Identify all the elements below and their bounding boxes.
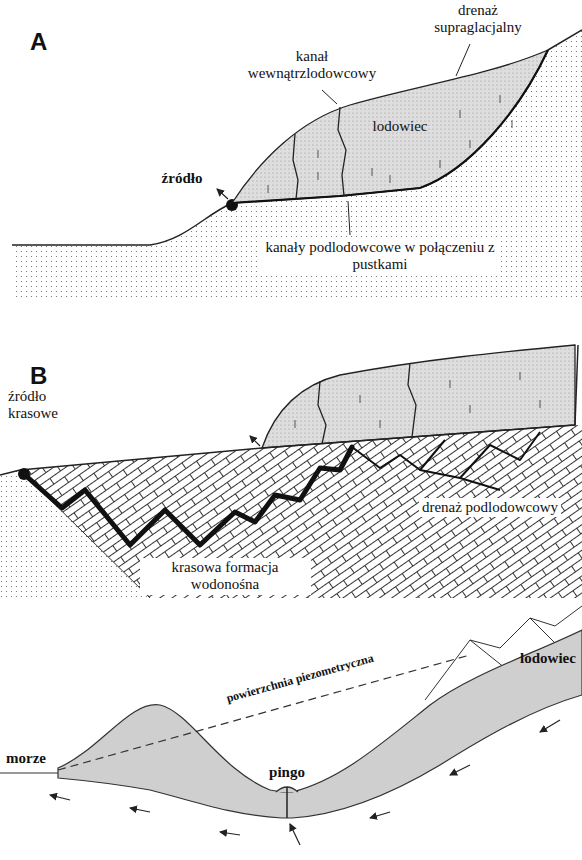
leader-line xyxy=(348,201,350,235)
flow-arrow xyxy=(130,808,150,812)
panel-b xyxy=(0,345,582,598)
ice-ticks xyxy=(295,372,540,428)
flow-arrow xyxy=(370,812,390,818)
piezometric-line xyxy=(58,655,470,770)
flow-arrow xyxy=(290,824,300,845)
panel-c xyxy=(0,606,582,845)
part-label: kanały podlodowcowe w połączeniu z pustk… xyxy=(260,238,501,275)
ground-surface xyxy=(12,30,582,245)
snout-arrow xyxy=(250,436,260,446)
part-label: lodowiec xyxy=(520,650,576,667)
spring-arrow xyxy=(217,189,228,199)
permafrost-band xyxy=(58,630,582,818)
flow-arrow xyxy=(450,765,470,775)
englacial-channel xyxy=(318,363,416,444)
limestone-bedrock xyxy=(20,425,582,598)
part-label: drenaż supraglacjalny xyxy=(421,2,536,37)
leader-line xyxy=(322,90,337,104)
part-label: krasowa formacja wodonośna xyxy=(140,558,311,595)
ground-surface xyxy=(0,345,578,475)
part-label: źródło xyxy=(162,170,203,187)
glacier-label: lodowiec xyxy=(373,118,428,135)
englacial-channel xyxy=(293,107,346,199)
flow-arrow xyxy=(540,720,560,732)
part-label: źródło krasowe xyxy=(8,388,83,423)
pingo-crack xyxy=(286,787,288,818)
flow-arrow xyxy=(220,832,240,835)
sea-line xyxy=(0,772,58,773)
panel-letter: A xyxy=(30,28,47,56)
glacier-body xyxy=(262,345,575,448)
part-label: morze xyxy=(6,750,46,767)
panel-letter: B xyxy=(30,362,47,390)
sediment-ground xyxy=(12,30,582,300)
part-label: drenaż podlodowcowy xyxy=(419,498,561,517)
part-label: powierzchnia piezometryczna xyxy=(225,652,375,706)
flow-arrow xyxy=(50,795,70,800)
ice-ticks xyxy=(268,95,512,193)
part-label: kanał wewnątrzlodowcowy xyxy=(242,48,382,83)
flow-arrows xyxy=(50,720,560,845)
subglacial-drainage xyxy=(352,432,540,490)
karst-conduit xyxy=(24,447,352,545)
karst-spring-dot xyxy=(18,468,30,480)
part-label: pingo xyxy=(269,764,305,781)
panel-a xyxy=(12,30,582,300)
leader-line xyxy=(456,44,470,76)
